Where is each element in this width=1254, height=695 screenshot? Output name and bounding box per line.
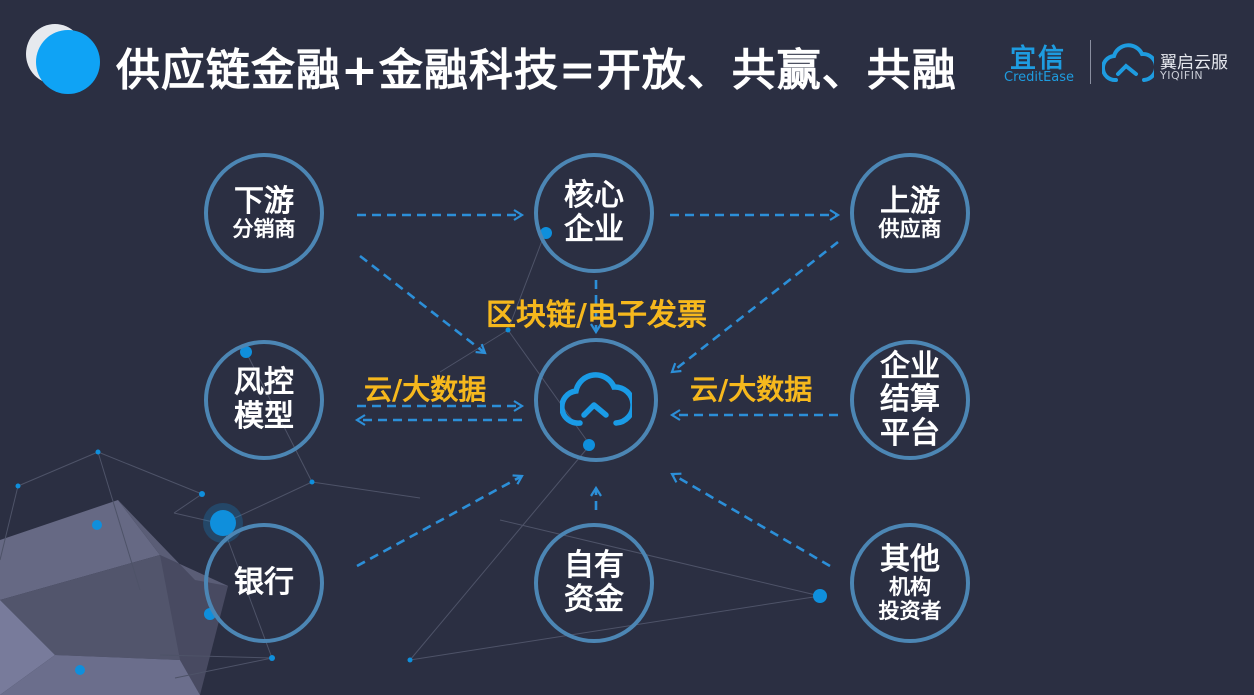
creditease-logo-en: CreditEase bbox=[1004, 70, 1075, 85]
node-line: 平台 bbox=[880, 415, 940, 451]
arrow-downstream-to-center bbox=[359, 254, 487, 355]
node-line: 风控 bbox=[234, 364, 294, 400]
label-blockchain-einvoice: 区块链/电子发票 bbox=[486, 298, 707, 333]
node-line: 资金 bbox=[564, 582, 624, 617]
page-title: 供应链金融+金融科技=开放、共赢、共融 bbox=[116, 45, 957, 96]
arrow-bank-to-center bbox=[356, 474, 524, 568]
node-own-funds: 自有 资金 bbox=[534, 523, 654, 643]
brand-divider bbox=[1090, 40, 1091, 84]
node-line: 模型 bbox=[234, 399, 294, 434]
node-bank: 银行 bbox=[204, 523, 324, 643]
node-title: 下游 bbox=[234, 183, 294, 219]
label-cloud-bigdata-left: 云/大数据 bbox=[364, 373, 487, 406]
cloud-icon bbox=[560, 372, 632, 426]
node-line: 自有 bbox=[564, 547, 624, 583]
arrow-upstream-to-center bbox=[670, 240, 839, 374]
node-title: 其他 bbox=[880, 542, 940, 578]
arrow-other-to-center bbox=[670, 472, 831, 568]
node-core-enterprise: 核心 企业 bbox=[534, 153, 654, 273]
yiqifin-cloud-icon bbox=[1102, 43, 1154, 83]
node-subtitle: 供应商 bbox=[878, 216, 942, 241]
node-subtitle: 投资者 bbox=[878, 598, 942, 623]
creditease-logo-cn: 宜信 bbox=[1010, 44, 1067, 74]
node-downstream-distributor: 下游 分销商 bbox=[204, 153, 324, 273]
node-line: 企业 bbox=[880, 348, 940, 384]
node-upstream-supplier: 上游 供应商 bbox=[850, 153, 970, 273]
node-center-platform bbox=[534, 338, 658, 462]
brand-logos: 宜信 CreditEase 翼启云服 YIQIFIN bbox=[1004, 38, 1244, 90]
node-risk-model: 风控 模型 bbox=[204, 340, 324, 460]
polygon-decoration bbox=[0, 500, 228, 695]
node-title: 上游 bbox=[880, 183, 940, 219]
node-subtitle: 分销商 bbox=[232, 216, 296, 241]
node-subtitle: 机构 bbox=[889, 575, 931, 600]
node-enterprise-settlement-platform: 企业 结算 平台 bbox=[850, 340, 970, 460]
node-other-institutional-investors: 其他 机构 投资者 bbox=[850, 523, 970, 643]
title-bullet bbox=[36, 30, 100, 94]
yiqifin-logo-cn: 翼启云服 bbox=[1160, 53, 1228, 73]
label-cloud-bigdata-right: 云/大数据 bbox=[690, 373, 813, 406]
node-line: 结算 bbox=[880, 382, 940, 418]
node-line: 企业 bbox=[564, 212, 624, 247]
node-line: 核心 bbox=[564, 177, 624, 213]
yiqifin-logo-en: YIQIFIN bbox=[1160, 69, 1204, 82]
node-line: 银行 bbox=[234, 564, 294, 600]
